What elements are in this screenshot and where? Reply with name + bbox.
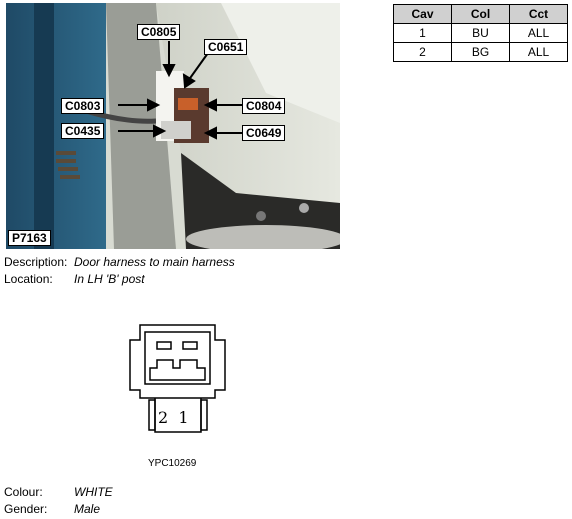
colour-value: WHITE — [74, 485, 113, 499]
pin-number-labels: 2 1 — [158, 408, 189, 427]
gender-line: Gender: Male — [4, 502, 100, 516]
photo-image — [6, 3, 340, 249]
callout-c0803: C0803 — [61, 98, 105, 114]
cell-cct: ALL — [509, 23, 568, 43]
drawing-id-label: YPC10269 — [148, 458, 197, 469]
cell-cav: 2 — [393, 42, 452, 62]
connector-location-photo: C0805 C0651 C0803 C0804 C0435 C0649 P716… — [6, 3, 340, 249]
header-cct: Cct — [509, 4, 568, 24]
colour-line: Colour: WHITE — [4, 485, 113, 499]
location-label: Location: — [4, 272, 53, 286]
description-label: Description: — [4, 255, 68, 269]
callout-c0435: C0435 — [61, 123, 105, 139]
cavity-table: Cav Col Cct 1 BU ALL 2 BG ALL — [393, 4, 568, 62]
callout-c0649: C0649 — [242, 125, 286, 141]
table-row: 1 BU ALL — [393, 23, 568, 43]
gender-label: Gender: — [4, 502, 48, 516]
location-value: In LH 'B' post — [74, 272, 145, 286]
colour-label: Colour: — [4, 485, 43, 499]
header-cav: Cav — [393, 4, 452, 24]
table-header-row: Cav Col Cct — [393, 4, 568, 24]
callout-c0651: C0651 — [204, 39, 248, 55]
location-line: Location: In LH 'B' post — [4, 272, 145, 286]
callout-c0804: C0804 — [242, 98, 286, 114]
cell-cct: ALL — [509, 42, 568, 62]
connector-outline — [129, 324, 226, 433]
cell-col: BG — [451, 42, 510, 62]
callout-c0805: C0805 — [137, 24, 181, 40]
cell-col: BU — [451, 23, 510, 43]
description-line: Description: Door harness to main harness — [4, 255, 235, 269]
connector-face-drawing: 2 1 — [125, 320, 235, 445]
table-row: 2 BG ALL — [393, 42, 568, 62]
description-value: Door harness to main harness — [74, 255, 235, 269]
header-col: Col — [451, 4, 510, 24]
cell-cav: 1 — [393, 23, 452, 43]
gender-value: Male — [74, 502, 101, 516]
photo-id-label: P7163 — [8, 230, 51, 246]
